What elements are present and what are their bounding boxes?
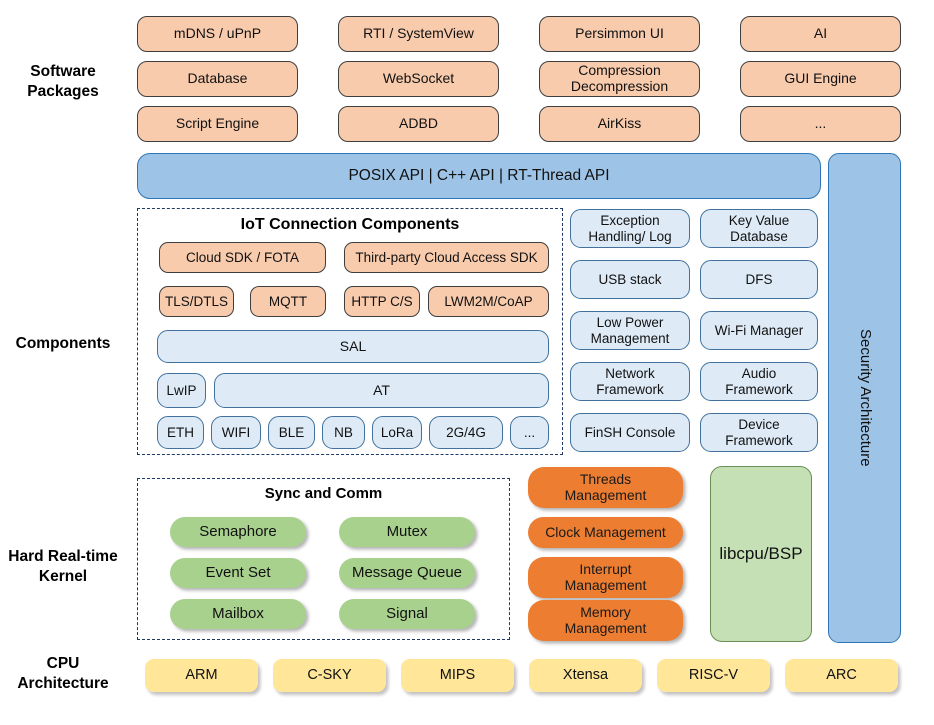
- component-box-usb-stack: USB stack: [570, 260, 690, 299]
- at-bar: AT: [214, 373, 549, 408]
- component-box-device-framework: Device Framework: [700, 413, 818, 452]
- kernel-box-event-set: Event Set: [170, 558, 306, 588]
- lwip-box: LwIP: [157, 373, 206, 408]
- sync-and-comm-title: Sync and Comm: [264, 485, 383, 502]
- package-box-persimmon-ui: Persimmon UI: [539, 16, 700, 52]
- iot-box-lwm2m-coap: LWM2M/CoAP: [428, 286, 549, 317]
- link-box-nb: NB: [322, 416, 365, 449]
- iot-box-tls-dtls: TLS/DTLS: [159, 286, 234, 317]
- iot-connection-components-title: IoT Connection Components: [240, 216, 460, 233]
- iot-box-cloud-sdk-fota: Cloud SDK / FOTA: [159, 242, 326, 273]
- link-box-wifi: WIFI: [211, 416, 261, 449]
- kernel-box-signal: Signal: [339, 599, 475, 629]
- component-box-audio-framework: Audio Framework: [700, 362, 818, 401]
- package-box-adbd: ADBD: [338, 106, 499, 142]
- sync-and-comm-box: Sync and Comm Semaphore Mutex Event Set …: [137, 478, 510, 640]
- link-box-more: ...: [510, 416, 549, 449]
- package-box-ai: AI: [740, 16, 901, 52]
- component-box-wifi-manager: Wi-Fi Manager: [700, 311, 818, 350]
- kernel-box-interrupt-management: Interrupt Management: [528, 557, 683, 598]
- cpu-architecture-grid: ARM C-SKY MIPS Xtensa RISC-V ARC: [145, 659, 898, 692]
- sal-bar: SAL: [157, 330, 549, 363]
- component-box-exception-handling-log: Exception Handling/ Log: [570, 209, 690, 248]
- kernel-box-mailbox: Mailbox: [170, 599, 306, 629]
- section-label-cpu: CPU Architecture: [17, 655, 109, 693]
- component-box-dfs: DFS: [700, 260, 818, 299]
- section-label-components: Components: [15, 335, 111, 352]
- components-grid: Exception Handling/ Log Key Value Databa…: [570, 209, 818, 452]
- cpu-box-risc-v: RISC-V: [657, 659, 770, 692]
- package-box-more: ...: [740, 106, 901, 142]
- cpu-box-mips: MIPS: [401, 659, 514, 692]
- iot-box-http-cs: HTTP C/S: [344, 286, 420, 317]
- package-box-script-engine: Script Engine: [137, 106, 298, 142]
- sync-and-comm-grid: Semaphore Mutex Event Set Message Queue …: [170, 517, 475, 629]
- package-box-airkiss: AirKiss: [539, 106, 700, 142]
- cpu-box-xtensa: Xtensa: [529, 659, 642, 692]
- link-box-eth: ETH: [157, 416, 204, 449]
- iot-box-mqtt: MQTT: [250, 286, 326, 317]
- iot-connection-components-box: IoT Connection Components Cloud SDK / FO…: [137, 208, 563, 455]
- kernel-box-message-queue: Message Queue: [339, 558, 475, 588]
- cpu-box-c-sky: C-SKY: [273, 659, 386, 692]
- component-box-finsh-console: FinSH Console: [570, 413, 690, 452]
- link-box-lora: LoRa: [372, 416, 422, 449]
- cpu-box-arc: ARC: [785, 659, 898, 692]
- package-box-compression: Compression Decompression: [539, 61, 700, 97]
- component-box-network-framework: Network Framework: [570, 362, 690, 401]
- kernel-box-mutex: Mutex: [339, 517, 475, 547]
- component-box-key-value-database: Key Value Database: [700, 209, 818, 248]
- package-box-rti-systemview: RTI / SystemView: [338, 16, 499, 52]
- section-label-software-packages: Software Packages: [27, 63, 99, 101]
- link-box-ble: BLE: [268, 416, 315, 449]
- cpu-box-arm: ARM: [145, 659, 258, 692]
- component-box-low-power-management: Low Power Management: [570, 311, 690, 350]
- package-box-mdns-upnp: mDNS / uPnP: [137, 16, 298, 52]
- kernel-box-semaphore: Semaphore: [170, 517, 306, 547]
- link-box-2g4g: 2G/4G: [429, 416, 503, 449]
- package-box-websocket: WebSocket: [338, 61, 499, 97]
- kernel-box-memory-management: Memory Management: [528, 600, 683, 641]
- package-box-database: Database: [137, 61, 298, 97]
- api-bar: POSIX API | C++ API | RT-Thread API: [137, 153, 821, 199]
- libcpu-bsp-box: libcpu/BSP: [710, 466, 812, 642]
- security-architecture-label: Security Architecture: [856, 329, 874, 467]
- kernel-box-clock-management: Clock Management: [528, 517, 683, 548]
- section-label-kernel: Hard Real-time Kernel: [8, 548, 118, 586]
- software-packages-grid: mDNS / uPnP RTI / SystemView Persimmon U…: [137, 16, 901, 142]
- iot-box-third-party-cloud-sdk: Third-party Cloud Access SDK: [344, 242, 549, 273]
- package-box-gui-engine: GUI Engine: [740, 61, 901, 97]
- security-architecture-bar: Security Architecture: [828, 153, 901, 643]
- kernel-box-threads-management: Threads Management: [528, 467, 683, 508]
